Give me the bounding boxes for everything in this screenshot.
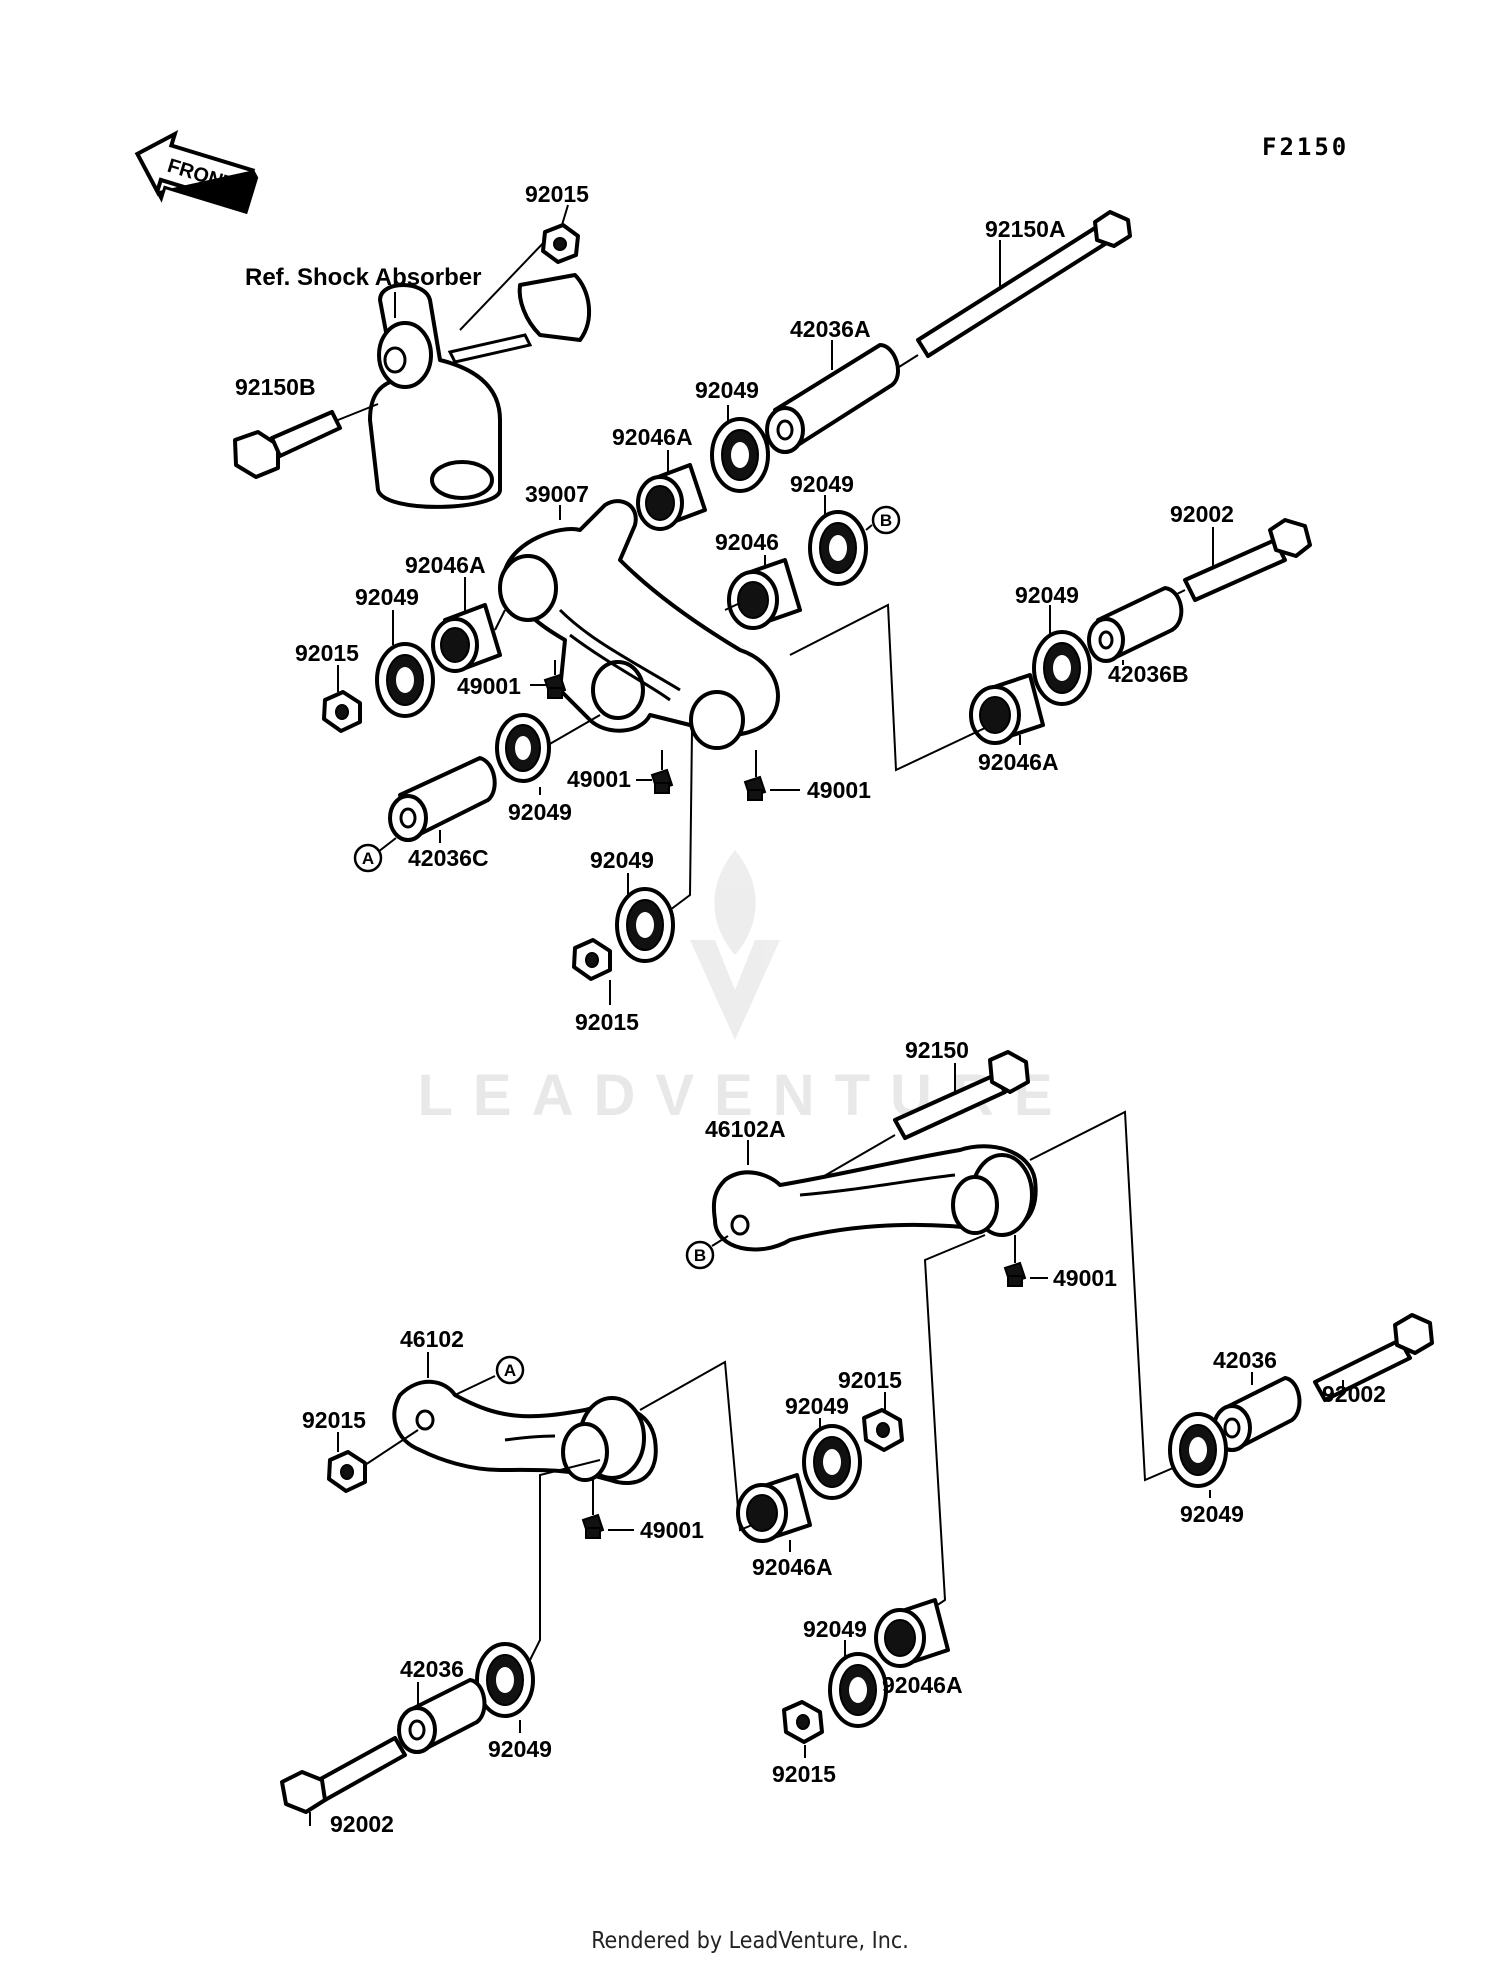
seal-92049-g: [615, 887, 675, 963]
seal-92049-c: [375, 642, 435, 718]
label-92015-e: 92015: [838, 1367, 902, 1393]
link-46102: [392, 1379, 658, 1486]
label-92049-h: 92049: [785, 1393, 849, 1419]
bearing-92046A-b: [431, 603, 502, 673]
bearing-92046A-d: [736, 1473, 812, 1543]
label-92046A-c: 92046A: [978, 749, 1059, 775]
nut-92015-c: [572, 938, 612, 981]
label-92002-c: 92002: [330, 1811, 394, 1837]
circle-b-top: [871, 505, 901, 535]
circle-a-bottom-label: A: [504, 1361, 516, 1380]
label-92046: 92046: [715, 529, 779, 555]
seal-92049-b: [808, 510, 868, 586]
sleeve-42036C: [388, 756, 497, 842]
label-92015-f: 92015: [772, 1761, 836, 1787]
bearing-92046: [727, 558, 802, 630]
front-arrow-icon: FRONT: [134, 129, 259, 215]
footer-credit: Rendered by LeadVenture, Inc.: [591, 1928, 909, 1954]
label-92150A: 92150A: [985, 216, 1066, 242]
label-92015-c: 92015: [575, 1009, 639, 1035]
circle-a-top: [353, 843, 383, 873]
circle-b-top-label: B: [880, 511, 892, 530]
bearing-92046A-a: [636, 463, 707, 531]
bolt-92002-b: [1313, 1313, 1434, 1402]
grease-nipple-49001-c: [743, 775, 767, 801]
label-92015-d: 92015: [302, 1407, 366, 1433]
bolt-92150B: [233, 410, 342, 479]
label-46102: 46102: [400, 1326, 464, 1352]
label-42036C: 42036C: [408, 845, 489, 871]
label-92049-k: 92049: [1180, 1501, 1244, 1527]
sleeve-42036-b: [397, 1678, 487, 1754]
label-49001-b: 49001: [567, 766, 631, 792]
label-92049-f: 92049: [508, 799, 572, 825]
seal-92049-i: [828, 1652, 888, 1728]
label-92049-c: 92049: [355, 584, 419, 610]
label-92049-d: 92049: [1015, 582, 1079, 608]
label-49001-c: 49001: [807, 777, 871, 803]
nut-92015-f: [782, 1700, 824, 1744]
label-92049-j: 92049: [488, 1736, 552, 1762]
nut-92015-b: [322, 690, 362, 733]
label-92046A-d: 92046A: [752, 1554, 833, 1580]
grease-nipple-49001-b: [650, 768, 674, 794]
sleeve-42036B: [1087, 586, 1184, 663]
label-42036-b: 42036: [400, 1656, 464, 1682]
label-42036B: 42036B: [1108, 661, 1189, 687]
bolt-92002-c: [280, 1736, 407, 1814]
sleeve-42036A: [765, 343, 900, 454]
seal-92049-h: [802, 1424, 862, 1500]
circle-b-bottom-label: B: [694, 1246, 706, 1265]
label-42036A: 42036A: [790, 316, 871, 342]
diagram-code: F2150: [1262, 133, 1349, 161]
bolt-92150: [893, 1050, 1030, 1140]
label-92015-top: 92015: [525, 181, 589, 207]
label-92150B: 92150B: [235, 374, 316, 400]
link-46102A: [711, 1144, 1038, 1252]
label-92046A-b: 92046A: [405, 552, 486, 578]
bolt-92150A: [916, 210, 1132, 358]
shock-absorber-icon: [368, 273, 592, 509]
label-92002-a: 92002: [1170, 501, 1234, 527]
label-92046A-e: 92046A: [882, 1672, 963, 1698]
label-92046A-a: 92046A: [612, 424, 693, 450]
bolt-92002-a: [1183, 518, 1312, 602]
label-39007: 39007: [525, 481, 589, 507]
label-42036-a: 42036: [1213, 1347, 1277, 1373]
label-92002-b: 92002: [1322, 1381, 1386, 1407]
label-92049-g: 92049: [590, 847, 654, 873]
label-92049-i: 92049: [803, 1616, 867, 1642]
bearing-92046A-e: [874, 1598, 950, 1668]
rocker-arm-39007: [498, 499, 780, 750]
bearing-92046A-c: [969, 673, 1045, 745]
label-49001-d: 49001: [1053, 1265, 1117, 1291]
label-92049-b: 92049: [790, 471, 854, 497]
circle-a-top-label: A: [362, 849, 374, 868]
seal-92049-d: [1032, 630, 1092, 706]
grease-nipple-49001-d: [1003, 1261, 1027, 1287]
ref-shock-absorber-label: Ref. Shock Absorber: [245, 264, 482, 291]
sleeve-42036-a: [1212, 1376, 1302, 1452]
nut-92015-top: [541, 223, 580, 264]
label-49001-e: 49001: [640, 1517, 704, 1543]
seal-92049-j: [475, 1642, 535, 1718]
label-49001-a: 49001: [457, 673, 521, 699]
label-92049-a: 92049: [695, 377, 759, 403]
nut-92015-d: [327, 1450, 367, 1493]
grease-nipple-49001-e: [581, 1513, 605, 1539]
grease-nipple-49001-a: [543, 673, 567, 699]
circle-b-bottom: [685, 1240, 715, 1270]
circle-a-bottom: [495, 1355, 525, 1385]
seal-92049-f: [495, 713, 551, 783]
seal-92049-k: [1168, 1412, 1228, 1488]
label-92015-b: 92015: [295, 640, 359, 666]
label-92150: 92150: [905, 1037, 969, 1063]
nut-92015-e: [862, 1408, 904, 1452]
label-46102A: 46102A: [705, 1116, 786, 1142]
seal-92049-a: [710, 417, 770, 493]
